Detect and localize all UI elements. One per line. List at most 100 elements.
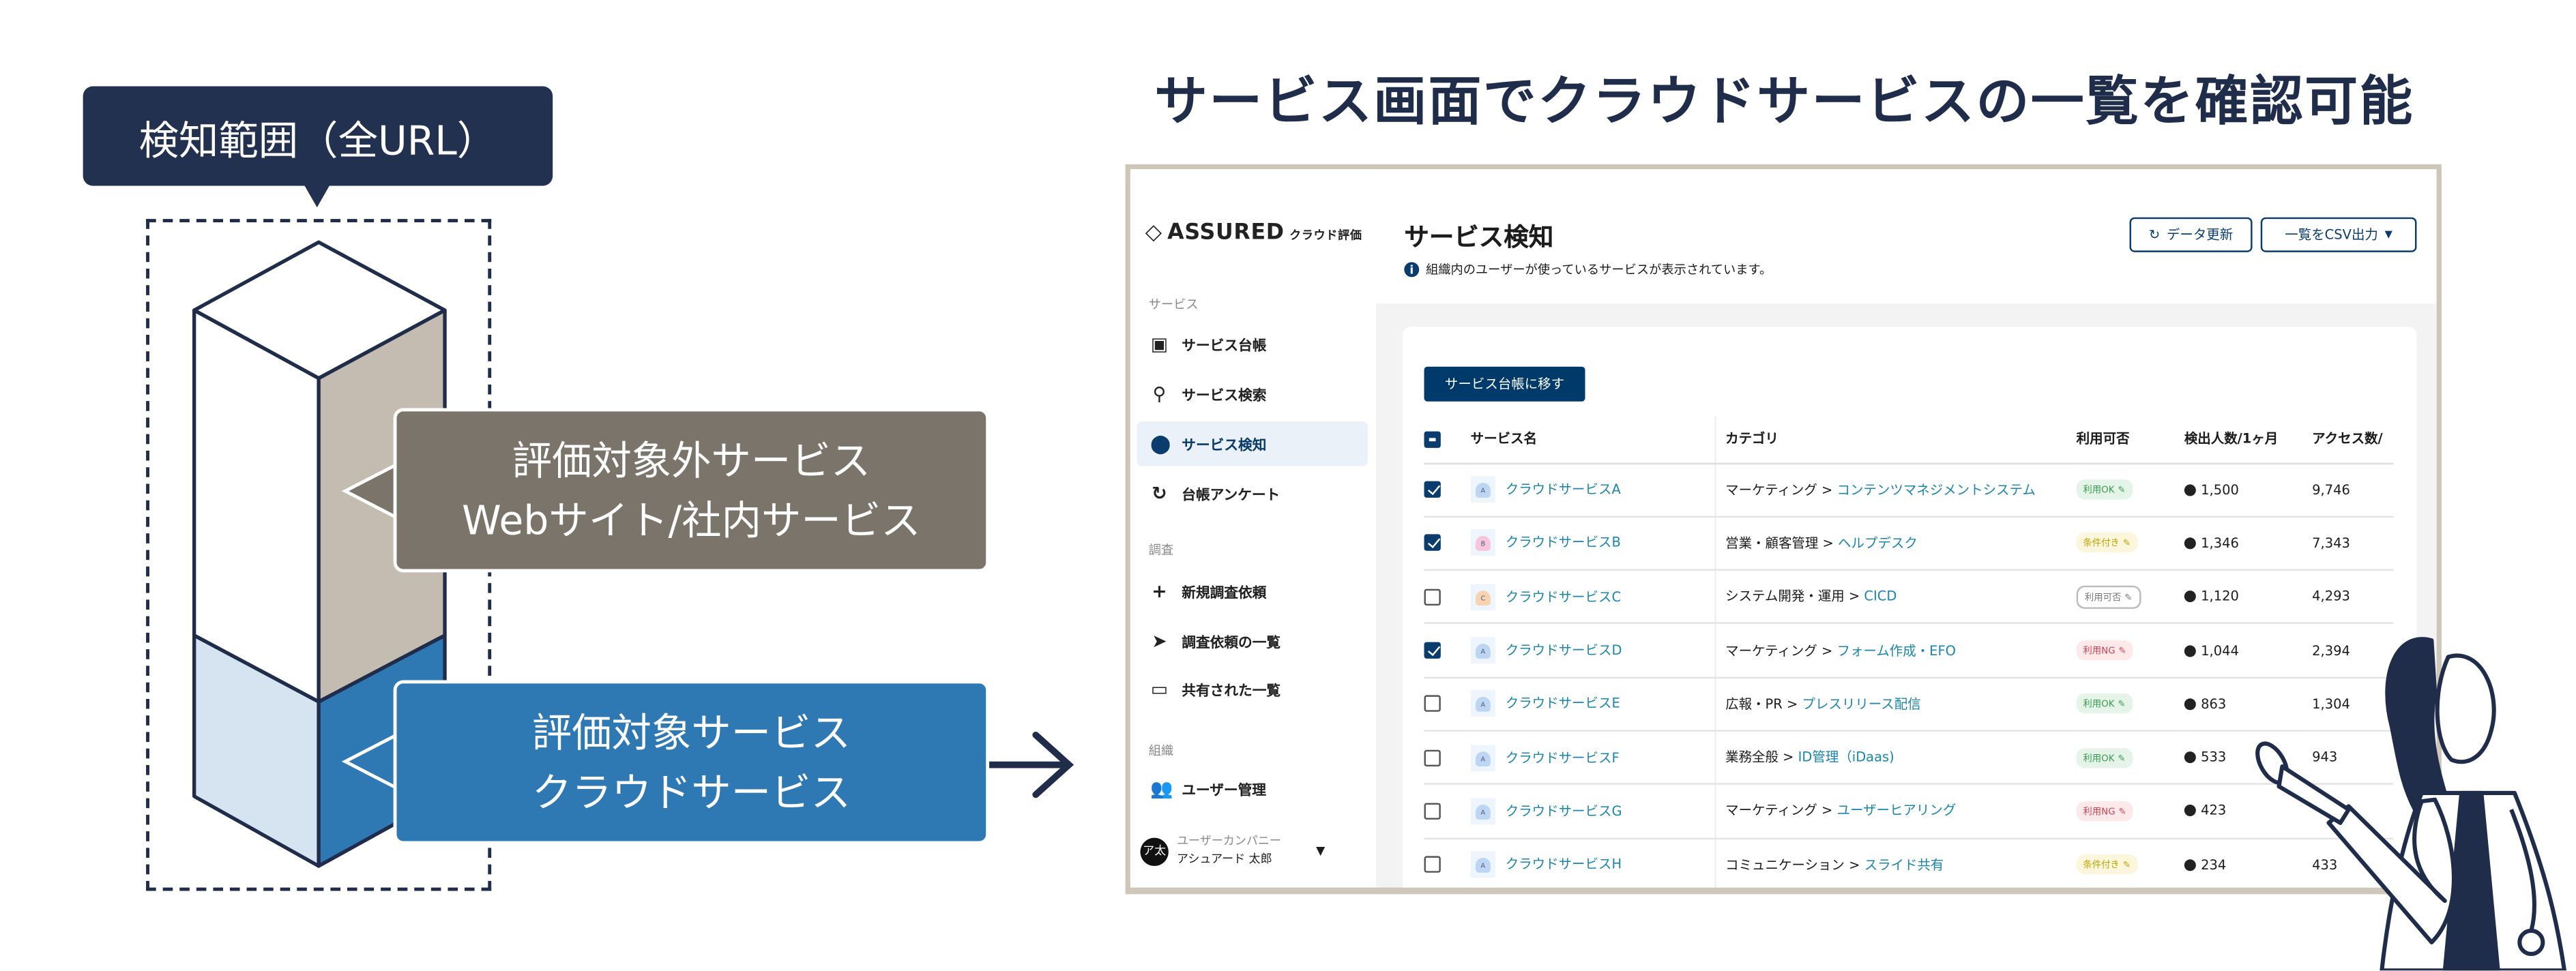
sidebar-item-new-request[interactable]: +新規調査依頼 bbox=[1137, 569, 1368, 614]
availability-badge[interactable]: 利用NG✎ bbox=[2076, 801, 2133, 822]
sidebar-item-label: サービス台帳 bbox=[1182, 338, 1267, 355]
pencil-icon: ✎ bbox=[2118, 700, 2126, 711]
availability-text: 利用NG bbox=[2083, 807, 2116, 818]
availability-badge[interactable]: 利用NG✎ bbox=[2076, 640, 2133, 661]
sidebar-item-service-search[interactable]: ⚲サービス検索 bbox=[1137, 372, 1368, 417]
service-logo-icon: A bbox=[1470, 637, 1496, 664]
availability-badge[interactable]: 条件付き✎ bbox=[2076, 854, 2137, 875]
availability-badge[interactable]: 利用OK✎ bbox=[2076, 747, 2133, 768]
service-name-link[interactable]: クラウドサービスE bbox=[1505, 696, 1620, 712]
detected-users: 533 bbox=[2201, 750, 2227, 765]
subcategory-link[interactable]: ユーザーヒアリング bbox=[1836, 803, 1957, 819]
csv-label: 一覧をCSV出力 bbox=[2285, 227, 2378, 243]
bubble-excluded-services: 評価対象外サービス Webサイト/社内サービス bbox=[393, 408, 990, 573]
availability-badge[interactable]: 利用可否✎ bbox=[2076, 585, 2141, 609]
service-logo-letter: A bbox=[1475, 697, 1491, 713]
move-to-ledger-button[interactable]: サービス台帳に移す bbox=[1424, 366, 1585, 402]
availability-badge[interactable]: 条件付き✎ bbox=[2076, 533, 2137, 554]
section-label-survey: 調査 bbox=[1148, 542, 1174, 558]
page-title: サービス検知 bbox=[1404, 222, 1554, 252]
availability-badge[interactable]: 利用OK✎ bbox=[2076, 479, 2133, 500]
row-checkbox[interactable] bbox=[1424, 696, 1441, 713]
inbox-icon: ▭ bbox=[1150, 678, 1169, 700]
service-logo-icon: A bbox=[1470, 690, 1496, 717]
availability-badge[interactable]: 利用OK✎ bbox=[2076, 693, 2133, 714]
subcategory-link[interactable]: コンテンツマネジメントシステム bbox=[1836, 482, 2036, 498]
bubble-included-title: 評価対象サービス bbox=[531, 709, 851, 756]
user-company: ユーザーカンパニー bbox=[1176, 834, 1281, 848]
service-logo-letter: A bbox=[1475, 751, 1491, 766]
availability-text: 条件付き bbox=[2083, 861, 2120, 871]
sidebar-item-ledger-survey[interactable]: ↻台帳アンケート bbox=[1137, 471, 1368, 516]
refresh-data-button[interactable]: ↻ データ更新 bbox=[2129, 217, 2253, 252]
sidebar-item-request-list[interactable]: ➤ 調査依頼の一覧 bbox=[1137, 619, 1368, 664]
row-checkbox[interactable] bbox=[1424, 481, 1441, 498]
detected-users: 1,346 bbox=[2201, 535, 2239, 551]
availability-text: 利用NG bbox=[2083, 646, 2116, 657]
info-icon: i bbox=[1404, 262, 1420, 278]
select-all-checkbox[interactable] bbox=[1424, 430, 1441, 448]
service-logo-icon: A bbox=[1470, 744, 1496, 771]
subcategory-link[interactable]: ヘルプデスク bbox=[1838, 535, 1918, 551]
col-detected-users[interactable]: 検出人数/1ヶ月 bbox=[2184, 416, 2313, 464]
subcategory-link[interactable]: ID管理（iDaas) bbox=[1798, 750, 1894, 765]
service-name-link[interactable]: クラウドサービスC bbox=[1505, 589, 1622, 605]
detected-users: 234 bbox=[2201, 857, 2227, 873]
sidebar-item-label: サービス検知 bbox=[1182, 437, 1267, 454]
section-label-org: 組織 bbox=[1148, 743, 1174, 758]
category: 業務全般 bbox=[1725, 750, 1779, 765]
user-menu[interactable]: ア太 ユーザーカンパニー アシュアード 太郎 ▼ bbox=[1140, 833, 1325, 869]
bubble-included-services: 評価対象サービス クラウドサービス bbox=[393, 680, 990, 845]
person-icon bbox=[2184, 805, 2196, 818]
row-checkbox[interactable] bbox=[1424, 749, 1441, 766]
service-name-link[interactable]: クラウドサービスA bbox=[1505, 482, 1621, 498]
row-checkbox[interactable] bbox=[1424, 856, 1441, 873]
category: マーケティング bbox=[1725, 642, 1817, 658]
logo: ◇ ASSURED クラウド評価 bbox=[1145, 221, 1362, 245]
service-name-link[interactable]: クラウドサービスD bbox=[1505, 642, 1622, 658]
col-category[interactable]: カテゴリ bbox=[1714, 416, 2077, 464]
service-name-link[interactable]: クラウドサービスH bbox=[1505, 857, 1622, 873]
csv-export-button[interactable]: 一覧をCSV出力 ▼ bbox=[2260, 217, 2417, 252]
users-icon: 👥 bbox=[1150, 778, 1173, 800]
refresh-icon: ↻ bbox=[2148, 227, 2161, 243]
sidebar-item-label: 調査依頼の一覧 bbox=[1182, 634, 1281, 651]
row-checkbox[interactable] bbox=[1424, 588, 1441, 606]
sidebar-item-user-management[interactable]: 👥ユーザー管理 bbox=[1137, 766, 1368, 811]
row-checkbox[interactable] bbox=[1424, 535, 1441, 552]
subcategory-link[interactable]: プレスリリース配信 bbox=[1802, 696, 1921, 712]
service-name-link[interactable]: クラウドサービスF bbox=[1505, 750, 1620, 765]
pencil-icon: ✎ bbox=[2122, 861, 2131, 871]
col-availability[interactable]: 利用可否 bbox=[2076, 416, 2184, 464]
subcategory-link[interactable]: スライド共有 bbox=[1864, 857, 1944, 873]
access-count: 1,304 bbox=[2312, 696, 2350, 712]
sidebar-item-shared-list[interactable]: ▭共有された一覧 bbox=[1137, 667, 1368, 712]
row-checkbox[interactable] bbox=[1424, 642, 1441, 659]
service-logo-icon: A bbox=[1470, 798, 1496, 825]
row-checkbox[interactable] bbox=[1424, 803, 1441, 820]
bubble-included-subtitle: クラウドサービス bbox=[531, 768, 851, 816]
logo-mark-icon: ◇ bbox=[1145, 220, 1162, 246]
service-logo-letter: C bbox=[1475, 590, 1491, 606]
caret-down-icon: ▼ bbox=[2384, 228, 2392, 241]
sidebar-item-label: 新規調査依頼 bbox=[1182, 584, 1267, 601]
subcategory-link[interactable]: フォーム作成・EFO bbox=[1836, 642, 1956, 658]
refresh-label: データ更新 bbox=[2166, 227, 2234, 243]
col-access-count[interactable]: アクセス数/ bbox=[2312, 416, 2394, 464]
category: マーケティング bbox=[1725, 482, 1817, 498]
service-name-link[interactable]: クラウドサービスG bbox=[1505, 803, 1622, 819]
sidebar-item-service-detection[interactable]: ⬤サービス検知 bbox=[1137, 421, 1368, 466]
service-name-link[interactable]: クラウドサービスB bbox=[1505, 535, 1621, 551]
col-service-name[interactable]: サービス名 bbox=[1470, 416, 1716, 464]
send-icon: ➤ bbox=[1152, 630, 1167, 653]
subcategory-link[interactable]: CICD bbox=[1864, 589, 1897, 605]
sidebar-item-service-ledger[interactable]: ▣サービス台帳 bbox=[1137, 322, 1368, 367]
